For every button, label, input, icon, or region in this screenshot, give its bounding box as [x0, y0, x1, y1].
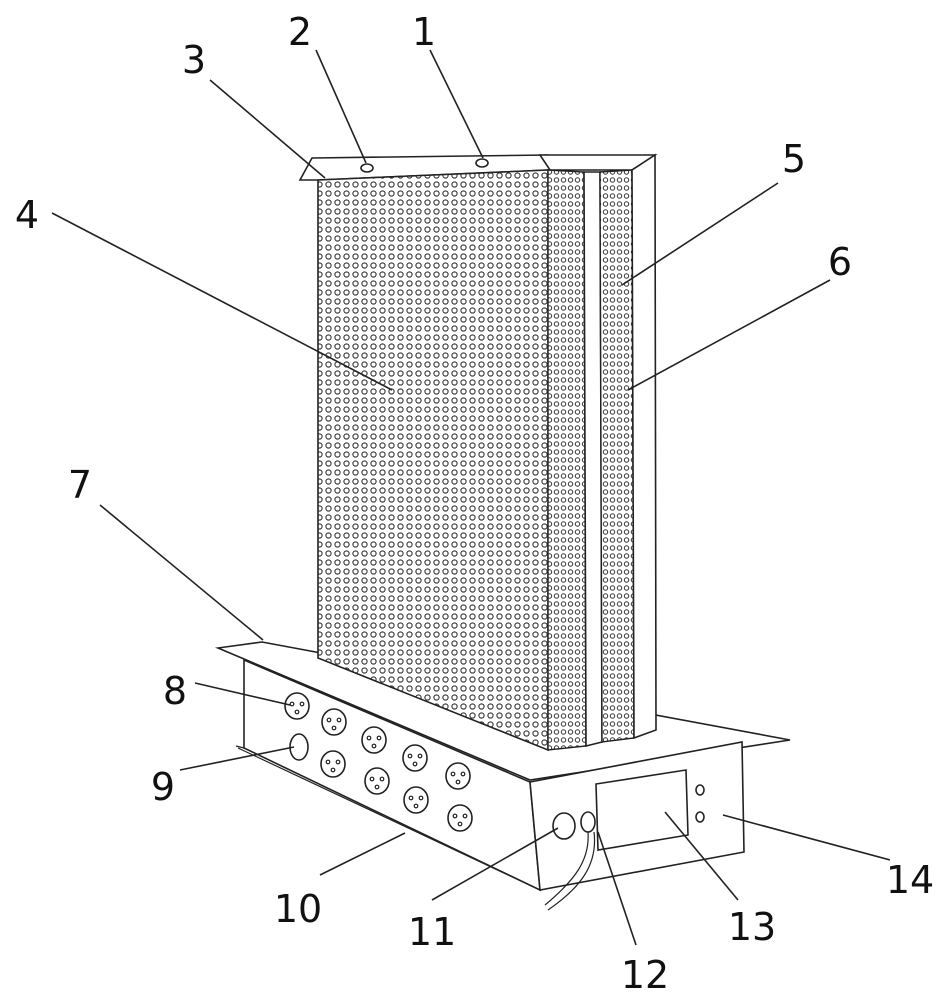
display-screen — [596, 770, 688, 850]
label-2: 2 — [288, 10, 312, 54]
button-top — [696, 785, 704, 795]
front-filter-mesh — [318, 170, 548, 750]
label-6: 6 — [828, 240, 852, 284]
side-filter-mesh — [548, 170, 586, 750]
top-hole-2 — [361, 164, 373, 172]
label-14: 14 — [886, 858, 934, 902]
label-3: 3 — [182, 38, 206, 82]
socket — [321, 751, 345, 777]
socket — [285, 693, 309, 719]
socket — [365, 768, 389, 794]
label-8: 8 — [163, 669, 187, 713]
socket — [404, 787, 428, 813]
label-1: 1 — [412, 10, 436, 54]
label-5: 5 — [782, 137, 806, 181]
label-10: 10 — [274, 887, 322, 931]
socket — [448, 805, 472, 831]
top-hole-1 — [476, 159, 488, 167]
label-4: 4 — [15, 193, 39, 237]
socket — [446, 763, 470, 789]
back-frame — [632, 155, 656, 738]
label-13: 13 — [728, 905, 776, 949]
socket — [362, 727, 386, 753]
inner-plate — [584, 172, 602, 746]
indicator-lamp — [553, 813, 575, 839]
socket — [403, 745, 427, 771]
cable-gland — [581, 812, 595, 832]
label-7: 7 — [68, 463, 92, 507]
socket — [322, 709, 346, 735]
label-11: 11 — [408, 910, 456, 954]
label-12: 12 — [621, 953, 669, 997]
label-9: 9 — [151, 765, 175, 809]
rear-filter-mesh — [600, 170, 634, 742]
button-bottom — [696, 812, 704, 822]
tower-body — [300, 155, 656, 750]
